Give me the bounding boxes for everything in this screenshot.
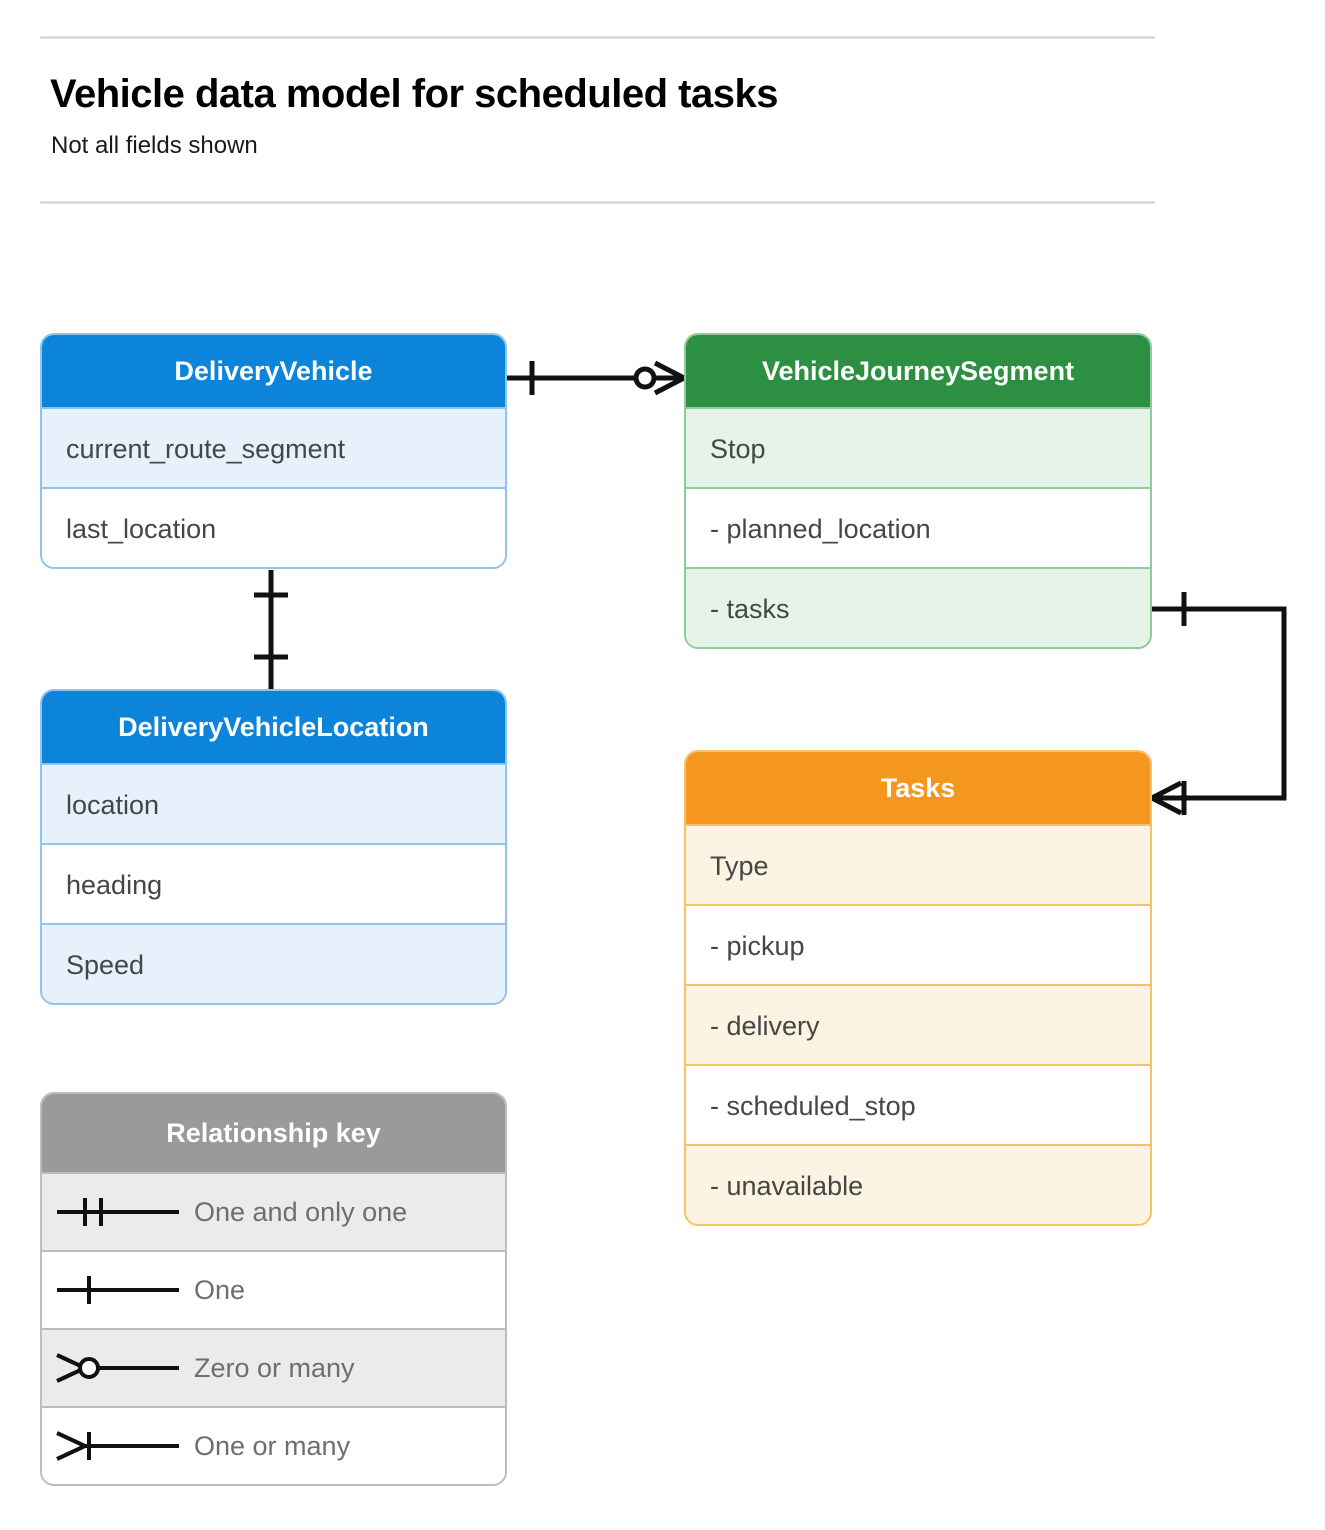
entity-delivery-vehicle[interactable]: DeliveryVehicle current_route_segment la… xyxy=(40,333,507,569)
field-row: - delivery xyxy=(686,984,1150,1064)
connector-tasks-path xyxy=(1152,606,1287,801)
field-row: - planned_location xyxy=(686,487,1150,567)
field-row: - scheduled_stop xyxy=(686,1064,1150,1144)
one-icon xyxy=(42,1270,194,1310)
one-or-many-icon xyxy=(42,1426,194,1466)
zero-or-many-icon xyxy=(42,1348,194,1388)
field-row: location xyxy=(42,763,505,843)
relationship-key-legend: Relationship key One and only one xyxy=(40,1092,507,1486)
entity-delivery-vehicle-location-title: DeliveryVehicleLocation xyxy=(42,691,505,763)
legend-row-one-and-only-one: One and only one xyxy=(42,1172,505,1250)
entity-delivery-vehicle-location[interactable]: DeliveryVehicleLocation location heading… xyxy=(40,689,507,1005)
legend-row-one-or-many: One or many xyxy=(42,1406,505,1484)
field-row: current_route_segment xyxy=(42,407,505,487)
page-title: Vehicle data model for scheduled tasks xyxy=(50,72,778,116)
legend-label: One and only one xyxy=(194,1196,408,1227)
crowsfoot-zero-or-many-right xyxy=(633,360,686,396)
relationship-key-title: Relationship key xyxy=(42,1094,505,1172)
one-and-only-one-icon xyxy=(42,1192,194,1232)
legend-label: Zero or many xyxy=(194,1352,355,1383)
legend-label: One xyxy=(194,1274,246,1305)
field-row: heading xyxy=(42,843,505,923)
entity-tasks[interactable]: Tasks Type - pickup - delivery - schedul… xyxy=(684,750,1152,1226)
legend-row-one: One xyxy=(42,1250,505,1328)
field-row: Type xyxy=(686,824,1150,904)
header-divider-bottom xyxy=(40,201,1155,204)
page-subtitle: Not all fields shown xyxy=(51,132,258,159)
entity-vehicle-journey-segment[interactable]: VehicleJourneySegment Stop - planned_loc… xyxy=(684,333,1152,649)
legend-label: One or many xyxy=(194,1430,351,1461)
field-row: - tasks xyxy=(686,567,1150,647)
field-row: last_location xyxy=(42,487,505,567)
crowsfoot-one-or-many-tasks xyxy=(1150,780,1187,816)
field-row: - pickup xyxy=(686,904,1150,984)
header-divider-top xyxy=(40,36,1155,39)
entity-tasks-title: Tasks xyxy=(686,752,1150,824)
entity-delivery-vehicle-title: DeliveryVehicle xyxy=(42,335,505,407)
field-row: Speed xyxy=(42,923,505,1003)
entity-vehicle-journey-segment-title: VehicleJourneySegment xyxy=(686,335,1150,407)
field-row: - unavailable xyxy=(686,1144,1150,1224)
legend-row-zero-or-many: Zero or many xyxy=(42,1328,505,1406)
field-row: Stop xyxy=(686,407,1150,487)
